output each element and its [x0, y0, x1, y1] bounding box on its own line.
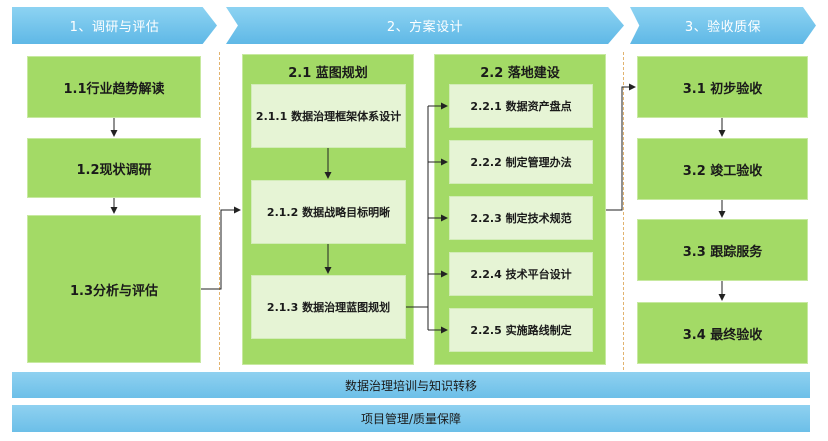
phase-chevron-3: 3、验收质保: [630, 7, 816, 44]
construction-item-1: 2.2.1 数据资产盘点: [449, 84, 593, 128]
acceptance-item-2: 3.2 竣工验收: [637, 138, 808, 200]
research-item-1: 1.1行业趋势解读: [27, 56, 201, 118]
quality-bar: 项目管理/质量保障: [12, 405, 810, 432]
construction-title: 2.2 落地建设: [480, 66, 560, 81]
phase-chevron-2: 2、方案设计: [226, 7, 624, 44]
acceptance-item-1: 3.1 初步验收: [637, 56, 808, 118]
blueprint-item-1: 2.1.1 数据治理框架体系设计: [251, 84, 406, 148]
training-bar: 数据治理培训与知识转移: [12, 372, 810, 398]
phase-label-2: 2、方案设计: [386, 20, 464, 35]
construction-item-5: 2.2.5 实施路线制定: [449, 308, 593, 352]
construction-item-4: 2.2.4 技术平台设计: [449, 252, 593, 296]
blueprint-item-2: 2.1.2 数据战略目标明晰: [251, 180, 406, 244]
acceptance-item-3: 3.3 跟踪服务: [637, 219, 808, 281]
phase-label-3: 3、验收质保: [684, 20, 762, 35]
phase-label-1: 1、调研与评估: [69, 20, 160, 35]
divider-2: [623, 52, 624, 370]
construction-item-2: 2.2.2 制定管理办法: [449, 140, 593, 184]
blueprint-item-3: 2.1.3 数据治理蓝图规划: [251, 275, 406, 339]
acceptance-item-4: 3.4 最终验收: [637, 302, 808, 364]
construction-item-3: 2.2.3 制定技术规范: [449, 196, 593, 240]
phase-chevron-1: 1、调研与评估: [12, 7, 217, 44]
blueprint-title: 2.1 蓝图规划: [288, 66, 368, 81]
divider-1: [219, 52, 220, 370]
research-item-2: 1.2现状调研: [27, 138, 201, 198]
research-item-3: 1.3分析与评估: [27, 215, 201, 363]
arrow-research-to-blueprint: [201, 206, 241, 290]
arrow-construction-to-acceptance: [606, 83, 636, 211]
